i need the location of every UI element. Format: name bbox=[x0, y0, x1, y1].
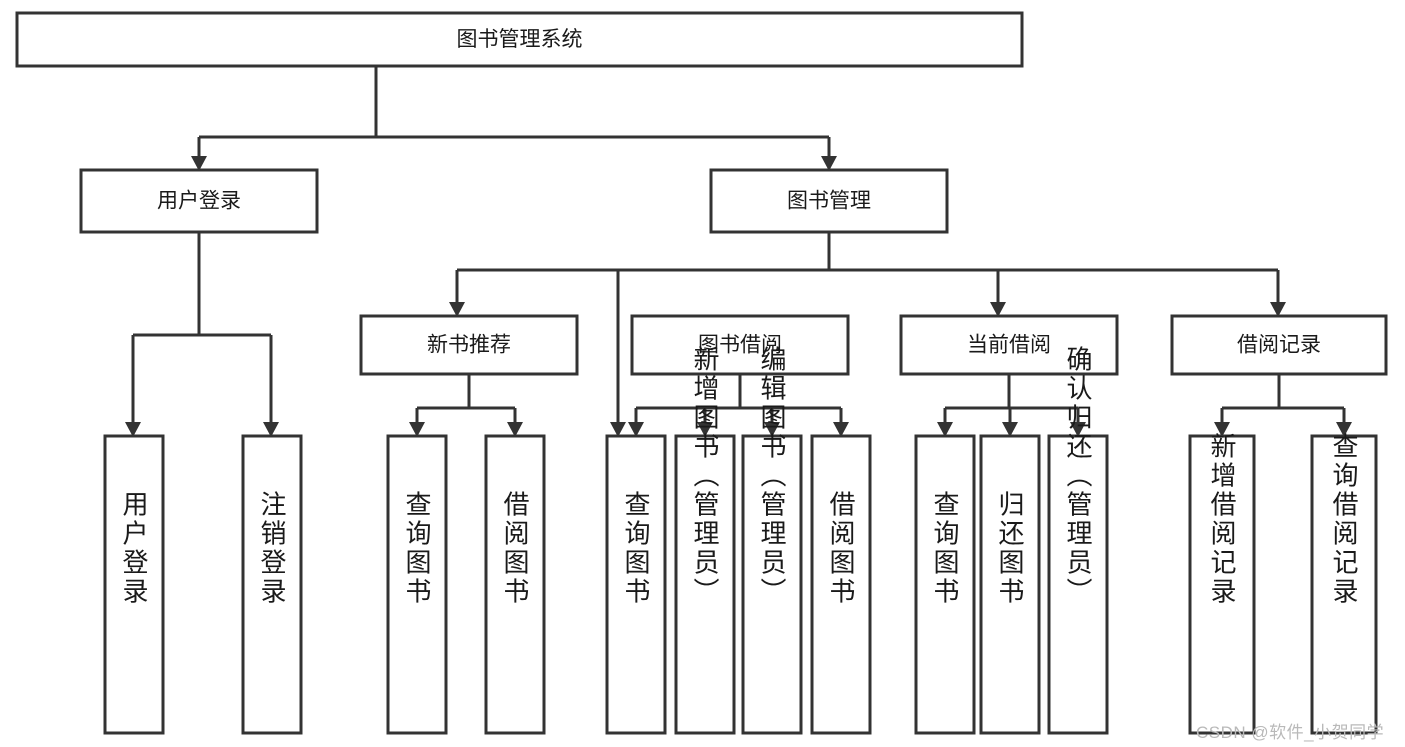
node-book-borrow[interactable]: 图书借阅 bbox=[630, 314, 850, 376]
node-current-borrow[interactable]: 当前借阅 bbox=[899, 314, 1119, 376]
node-leaf-confirm-return[interactable]: 确认归还（管理员） bbox=[1047, 345, 1109, 735]
node-boxes-layer: 图书管理系统用户登录图书管理新书推荐图书借阅当前借阅借阅记录用户登录注销登录查询… bbox=[15, 11, 1388, 735]
node-label: 查询图书 bbox=[930, 490, 960, 606]
node-leaf-query-borrow-record[interactable]: 查询借阅记录 bbox=[1310, 432, 1378, 735]
node-label: 查询借阅记录 bbox=[1329, 432, 1359, 606]
node-label: 借阅图书 bbox=[500, 490, 530, 606]
node-label: 用户登录 bbox=[157, 190, 241, 213]
node-user-login[interactable]: 用户登录 bbox=[79, 168, 319, 234]
connector-conn-currentborrow-split bbox=[937, 374, 1086, 437]
node-label: 当前借阅 bbox=[967, 334, 1051, 357]
connector-conn-bookmgmt-split bbox=[449, 232, 1286, 437]
node-label: 新书推荐 bbox=[427, 334, 511, 357]
node-leaf-query-book-1[interactable]: 查询图书 bbox=[386, 434, 448, 735]
connector-conn-bookborrow-split bbox=[628, 374, 849, 437]
node-label: 查询图书 bbox=[402, 490, 432, 606]
node-label: 图书管理 bbox=[787, 190, 871, 213]
connector-conn-root-split bbox=[191, 66, 837, 171]
node-leaf-query-book-3[interactable]: 查询图书 bbox=[914, 434, 976, 735]
node-leaf-user-login[interactable]: 用户登录 bbox=[103, 434, 165, 735]
connector-conn-newbook-split bbox=[409, 374, 523, 437]
node-leaf-query-book-2[interactable]: 查询图书 bbox=[605, 434, 667, 735]
node-label: 借阅图书 bbox=[826, 490, 856, 606]
node-label: 注销登录 bbox=[257, 490, 287, 606]
node-label: 借阅记录 bbox=[1237, 334, 1321, 357]
node-leaf-return-book[interactable]: 归还图书 bbox=[979, 434, 1041, 735]
node-leaf-add-book[interactable]: 新增图书（管理员） bbox=[674, 345, 736, 735]
node-label: 新增图书（管理员） bbox=[690, 345, 720, 606]
node-label: 图书管理系统 bbox=[457, 28, 583, 51]
node-new-book-recommend[interactable]: 新书推荐 bbox=[359, 314, 579, 376]
node-leaf-add-borrow-record[interactable]: 新增借阅记录 bbox=[1188, 432, 1256, 735]
node-label: 归还图书 bbox=[995, 490, 1025, 606]
node-leaf-borrow-book-1[interactable]: 借阅图书 bbox=[484, 434, 546, 735]
node-leaf-edit-book[interactable]: 编辑图书（管理员） bbox=[741, 345, 803, 735]
node-label: 查询图书 bbox=[621, 490, 651, 606]
node-book-management[interactable]: 图书管理 bbox=[709, 168, 949, 234]
node-label: 确认归还（管理员） bbox=[1063, 345, 1093, 606]
node-borrow-record[interactable]: 借阅记录 bbox=[1170, 314, 1388, 376]
connector-edges-layer bbox=[125, 66, 1352, 437]
node-label: 新增借阅记录 bbox=[1207, 432, 1237, 606]
node-label: 图书借阅 bbox=[698, 334, 782, 357]
connector-conn-borrowrecord-split bbox=[1214, 374, 1352, 437]
node-root[interactable]: 图书管理系统 bbox=[15, 11, 1024, 68]
node-leaf-borrow-book-2[interactable]: 借阅图书 bbox=[810, 434, 872, 735]
connector-conn-userlogin-split bbox=[125, 232, 279, 437]
node-label: 用户登录 bbox=[119, 491, 149, 607]
node-leaf-logout[interactable]: 注销登录 bbox=[241, 434, 303, 735]
node-label: 编辑图书（管理员） bbox=[757, 345, 787, 606]
